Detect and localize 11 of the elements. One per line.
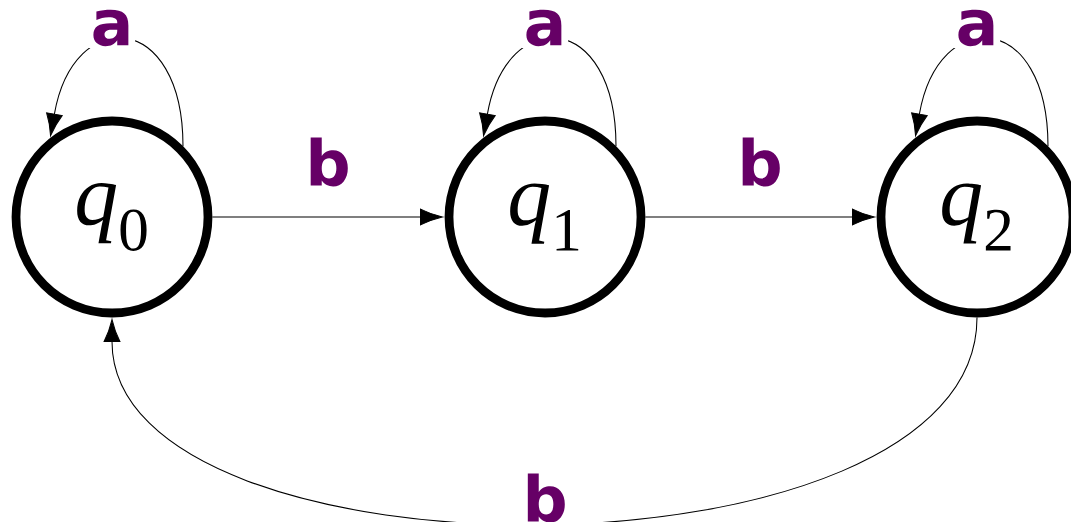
edge-label: a (88, 8, 136, 48)
edge-label: b (520, 471, 570, 522)
edge-label: a (953, 8, 1001, 48)
arrow (644, 208, 875, 226)
edge-label: b (303, 135, 353, 189)
edge-label: b (735, 135, 785, 189)
arrow (46, 37, 184, 147)
arrow (479, 37, 617, 147)
arrow (211, 208, 443, 226)
edge-label: a (521, 8, 569, 48)
arrow (911, 37, 1049, 147)
